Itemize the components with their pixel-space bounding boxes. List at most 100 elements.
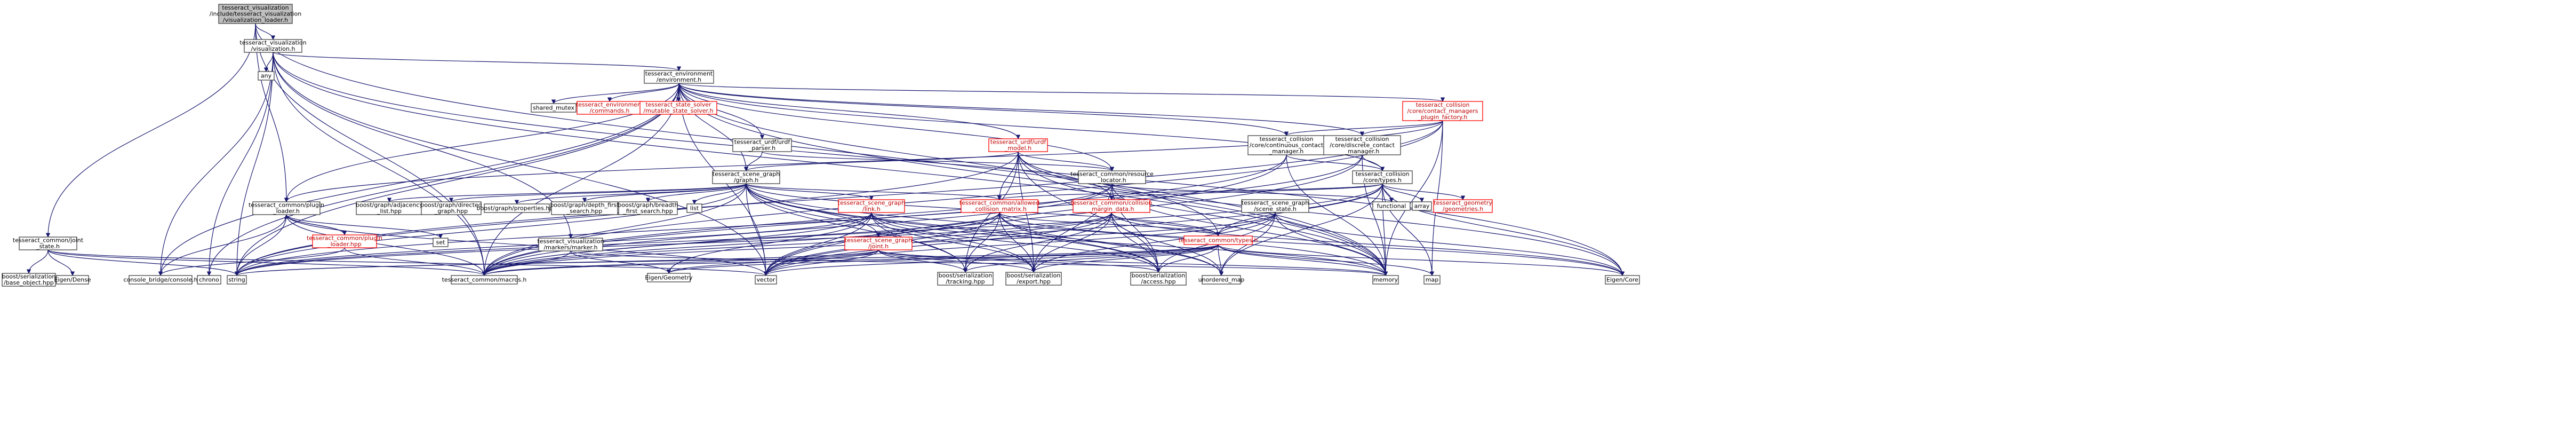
node-label: tesseract_environment [576, 101, 644, 108]
node-box [937, 272, 994, 286]
edge-urdf_parser-to-resource [762, 151, 1114, 171]
node-depth-first[interactable]: boost/graph/depth_first_search.hpp [550, 201, 619, 215]
node-plugin-loader[interactable]: tesseract_common/plugin_loader.h [249, 201, 324, 215]
node-label: /environment.h [657, 76, 701, 83]
edge-vis-to-chrono [206, 52, 274, 276]
node-map[interactable]: map [1423, 275, 1441, 285]
node-label: tesseract_collision [1260, 136, 1314, 143]
node-coll-types[interactable]: tesseract_collision/core/types.h [1352, 170, 1413, 184]
node-scene-graph[interactable]: tesseract_scene_graph/graph.h [712, 170, 780, 184]
node-sg-joint[interactable]: tesseract_scene_graph/joint.h [844, 237, 913, 250]
node-box [1247, 135, 1325, 155]
node-shared-mutex[interactable]: shared_mutex [531, 103, 577, 113]
node-label: tesseract_collision [1416, 101, 1470, 108]
node-any[interactable]: any [258, 71, 275, 81]
node-box [218, 4, 293, 24]
node-contact-factory[interactable]: tesseract_collision/core/contact_manager… [1402, 101, 1483, 121]
node-label: boost/graph/adjacency [356, 202, 423, 209]
node-discrete[interactable]: tesseract_collision/core/discrete_contac… [1323, 135, 1401, 155]
edge-scene_graph-to-unordered_map [746, 183, 1224, 276]
node-label: tesseract_environment [645, 70, 713, 77]
edge-common_types-to-export [1031, 244, 1219, 273]
node-string[interactable]: string [227, 275, 247, 285]
node-box [1005, 272, 1062, 286]
node-memory[interactable]: memory [1372, 275, 1399, 285]
edge-env-to-macros [482, 83, 679, 276]
edge-resource-to-macros [482, 183, 1113, 276]
node-adjacency[interactable]: boost/graph/adjacency_list.hpp [356, 201, 423, 215]
node-geometries[interactable]: tesseract_geometry/geometries.h [1433, 199, 1493, 213]
node-directed[interactable]: boost/graph/directed_graph.hpp [420, 201, 482, 215]
node-box [19, 237, 77, 250]
node-plugin-loader-hpp[interactable]: tesseract_common/plugin_loader.hpp [307, 234, 382, 248]
node-allowed[interactable]: tesseract_common/allowed_collision_matri… [959, 199, 1039, 213]
node-urdf-parser[interactable]: tesseract_urdf/urdf_parser.h [732, 138, 792, 152]
edge-point_cloud-to-eigen_dense [47, 249, 75, 276]
node-root[interactable]: tesseract_visualization/include/tesserac… [210, 4, 301, 24]
node-commands[interactable]: tesseract_environment/commands.h [576, 101, 644, 115]
node-vector[interactable]: vector [755, 275, 777, 285]
edge-scene_graph-to-sg_link [746, 183, 874, 200]
node-label: /scene_state.h [1254, 206, 1297, 212]
edge-allowed-to-common_types [999, 212, 1221, 237]
node-eigen-geometry[interactable]: Eigen/Geometry [645, 273, 693, 282]
edge-contact_factory-to-memory [1383, 120, 1443, 276]
edge-scene_graph-to-depth_first [582, 183, 747, 202]
edge-resource-to-functional [1111, 183, 1394, 202]
node-box [618, 201, 678, 215]
edge-common_types-to-string [235, 244, 1219, 276]
node-tracking[interactable]: boost/serialization/tracking.hpp [937, 272, 994, 286]
node-label: /core/discrete_contact [1330, 141, 1395, 148]
node-macros[interactable]: tesseract_common/macros.h [442, 275, 527, 285]
node-box [838, 199, 905, 213]
edge-continuous-to-vector [763, 154, 1287, 276]
node-urdf-model[interactable]: tesseract_urdf/urdf_model.h [988, 138, 1048, 152]
edge-coll_types-to-unordered_map [1219, 183, 1383, 276]
node-list[interactable]: list [686, 203, 702, 213]
edge-root-to-vis [255, 23, 276, 40]
edge-coll_types-to-memory [1382, 183, 1388, 276]
node-eigen-dense[interactable]: Eigen/Dense [54, 275, 91, 285]
node-sg-link[interactable]: tesseract_scene_graph/link.h [838, 199, 905, 213]
edge-coll_types-to-map [1382, 183, 1435, 276]
node-access[interactable]: boost/serialization/access.hpp [1130, 272, 1187, 286]
node-marker[interactable]: tesseract_visualization/markers/marker.h [537, 238, 604, 251]
node-properties[interactable]: boost/graph/properties.hpp [477, 203, 557, 213]
node-point-cloud[interactable]: tesseract_common/joint_state.h [13, 237, 84, 250]
node-continuous[interactable]: tesseract_collision/core/continuous_cont… [1247, 135, 1325, 155]
node-eigen-core[interactable]: Eigen/Core [1605, 275, 1640, 285]
node-array[interactable]: array [1412, 201, 1432, 211]
node-label: /include/tesseract_visualization [210, 10, 301, 17]
node-label: tesseract_common/macros.h [442, 276, 527, 283]
node-label: tesseract_visualization [222, 4, 289, 11]
node-vis[interactable]: tesseract_visualization/visualization.h [239, 39, 307, 53]
node-scene-state[interactable]: tesseract_scene_graph/scene_state.h [1241, 199, 1309, 213]
node-chrono[interactable]: chrono [197, 275, 221, 285]
node-unordered-map[interactable]: unordered_map [1198, 275, 1245, 285]
node-label: any [261, 72, 272, 79]
node-mutable-state-solver[interactable]: tesseract_state_solver/mutable_state_sol… [639, 101, 717, 115]
edge-urdf_model-to-memory [1018, 151, 1388, 276]
node-label: console_bridge/console.h [123, 276, 197, 283]
node-box [197, 275, 221, 285]
node-common-types[interactable]: tesseract_common/types.h [1179, 235, 1258, 245]
node-label: tesseract_urdf/urdf [734, 139, 791, 146]
node-label: memory [1373, 276, 1398, 283]
node-export[interactable]: boost/serialization/export.hpp [1005, 272, 1062, 286]
edge-urdf_model-to-scene_graph [744, 151, 1019, 171]
node-box [755, 275, 777, 285]
node-functional[interactable]: functional [1372, 201, 1411, 211]
edge-coll_types-to-vector [763, 183, 1383, 276]
node-breadth-first[interactable]: boost/graph/breadth_first_search.hpp [618, 201, 678, 215]
node-set[interactable]: set [433, 238, 449, 247]
node-console[interactable]: console_bridge/console.h [123, 275, 198, 285]
edge-continuous-to-memory [1286, 154, 1388, 276]
node-box [56, 275, 89, 285]
node-label: /core/contact_managers [1407, 107, 1478, 114]
node-margin[interactable]: tesseract_common/collision_margin_data.h [1071, 199, 1153, 213]
edge-coll_types-to-eigen_core [1382, 183, 1625, 276]
node-resource[interactable]: tesseract_common/resource_locator.h [1070, 170, 1154, 184]
node-base-object[interactable]: boost/serialization/base_object.hpp [2, 273, 56, 287]
edge-sg_joint-to-access [878, 249, 1161, 273]
node-env[interactable]: tesseract_environment/environment.h [644, 70, 714, 84]
